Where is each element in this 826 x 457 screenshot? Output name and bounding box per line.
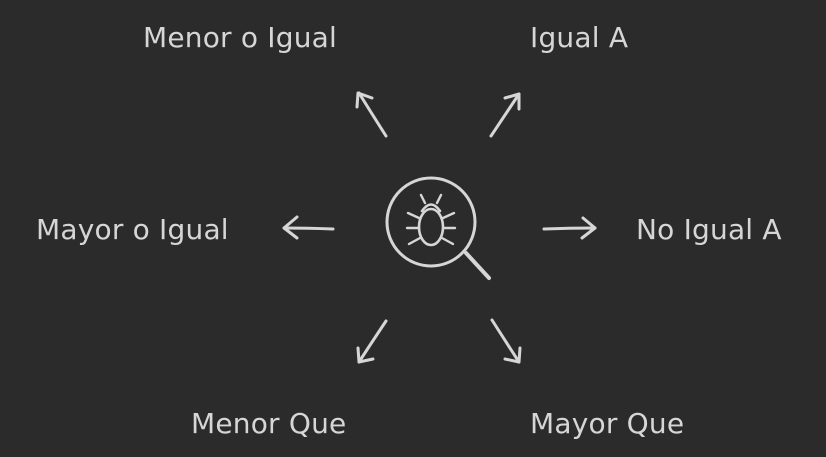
bug-head xyxy=(420,203,442,213)
arrow-bottom-left xyxy=(356,319,388,364)
bug-leg-left-1 xyxy=(406,211,421,220)
label-menor-que: Menor Que xyxy=(191,407,347,440)
magnifier-lens xyxy=(385,176,477,268)
arrow-right xyxy=(542,216,597,240)
bug-leg-left-3 xyxy=(407,236,422,246)
arrow-bottom-right xyxy=(490,318,522,364)
bug-antenna-left xyxy=(419,193,427,205)
arrow-top-left xyxy=(355,91,388,138)
label-mayor-que: Mayor Que xyxy=(530,407,685,440)
bug-search-icon xyxy=(385,176,491,280)
label-mayor-o-igual: Mayor o Igual xyxy=(36,213,229,246)
label-menor-o-igual: Menor o Igual xyxy=(143,21,338,54)
bug-leg-right-3 xyxy=(440,236,455,246)
bug-antenna-right xyxy=(435,193,443,205)
label-no-igual-a: No Igual A xyxy=(636,213,782,246)
bug-body xyxy=(417,207,445,247)
label-igual-a: Igual A xyxy=(530,21,629,54)
arrow-top-right xyxy=(489,92,521,138)
magnifier-handle xyxy=(464,251,491,280)
arrow-left xyxy=(282,215,335,240)
bug-leg-right-1 xyxy=(441,211,456,220)
